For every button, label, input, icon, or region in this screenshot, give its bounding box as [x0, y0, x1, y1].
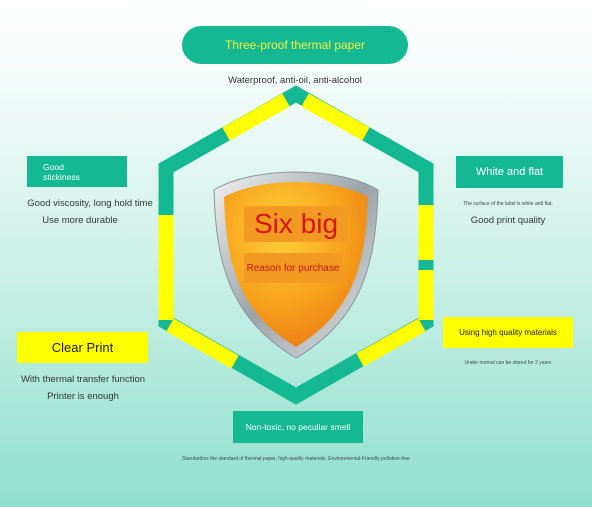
left-top-tag: Good stickiness — [27, 156, 127, 187]
shield-subtitle: Reason for purchase — [244, 253, 342, 283]
left-bottom-tag: Clear Print — [17, 332, 148, 363]
left-bottom-line2: Printer is enough — [47, 391, 119, 402]
bottom-tag: Non-toxic, no peculiar smell — [233, 411, 363, 443]
right-bottom-tag: Using high quality materials — [443, 317, 573, 348]
title-pill: Three-proof thermal paper — [182, 26, 408, 64]
title-sub: Waterproof, anti-oil, anti-alcohol — [228, 75, 362, 86]
right-top-small: The surface of the label is white and fl… — [463, 201, 553, 207]
right-top-line1: Good print quality — [470, 215, 546, 226]
left-bottom-line1: With thermal transfer function — [20, 374, 146, 385]
shield-title: Six big — [244, 206, 348, 242]
left-top-line1: Good viscosity, long hold time — [27, 198, 153, 209]
left-top-line2: Use more durable — [42, 215, 118, 226]
right-top-tag: White and flat — [456, 156, 563, 188]
bottom-small: Standardize the standard of thermal pape… — [182, 456, 410, 462]
right-bottom-small: Under normal can be stored for 2 years — [464, 360, 552, 366]
